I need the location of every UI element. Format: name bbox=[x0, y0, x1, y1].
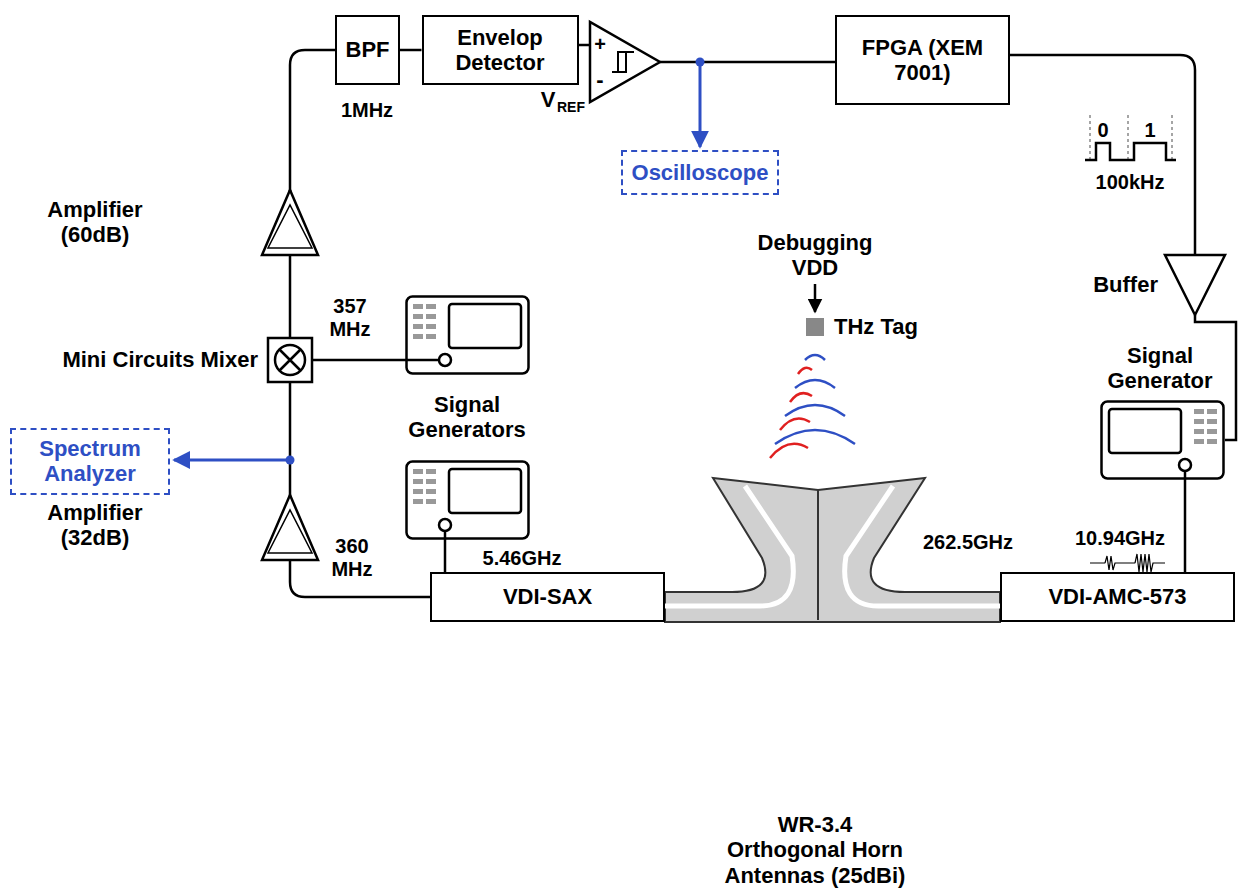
converter-box: VDI-SAX bbox=[430, 572, 665, 622]
wave-arc bbox=[790, 393, 812, 402]
annotation-label: 262.5GHz bbox=[923, 531, 1013, 554]
annotation-label: REF bbox=[557, 99, 585, 115]
node-label: VDI-AMC-573 bbox=[1048, 584, 1186, 609]
annotation-label: 1MHz bbox=[341, 99, 393, 122]
amplifier-symbol bbox=[262, 495, 318, 560]
signal-generator-icon bbox=[407, 297, 529, 374]
fpga-box: FPGA (XEM 7001) bbox=[835, 15, 1010, 105]
thz-tag-chip bbox=[806, 318, 824, 336]
ask-waveform bbox=[1090, 554, 1165, 572]
signal-wire bbox=[1010, 55, 1195, 255]
annotation-label: Amplifier (60dB) bbox=[25, 197, 165, 248]
annotation-label: Signal Generator bbox=[1100, 343, 1220, 394]
wave-arc bbox=[805, 355, 825, 360]
annotation-label: 0 bbox=[1097, 119, 1108, 142]
rf-wire bbox=[1184, 471, 1187, 572]
mixer-symbol bbox=[279, 349, 301, 371]
wave-arc bbox=[770, 444, 808, 458]
wave-arc bbox=[775, 430, 855, 444]
signal-generator-icon bbox=[407, 462, 529, 539]
annotation-label: THz Tag bbox=[834, 314, 918, 339]
connector bbox=[400, 49, 422, 52]
annotation-label: Mini Circuits Mixer bbox=[62, 347, 258, 372]
node-label: Envelop Detector bbox=[424, 25, 577, 76]
converter-box: VDI-AMC-573 bbox=[1000, 572, 1235, 622]
comparator-symbol bbox=[590, 22, 660, 102]
node-label: FPGA (XEM 7001) bbox=[855, 35, 990, 86]
wave-arc bbox=[785, 405, 845, 416]
horn-divider bbox=[817, 490, 819, 620]
amplifier-symbol bbox=[268, 205, 312, 248]
annotation-label: - bbox=[596, 67, 603, 92]
signal-wire bbox=[660, 61, 835, 64]
waveguide-slot bbox=[665, 486, 793, 606]
annotation-label: Debugging VDD bbox=[750, 230, 880, 281]
annotation-label: 1 bbox=[1144, 119, 1155, 142]
detector-box: Envelop Detector bbox=[422, 15, 579, 85]
probe-arrow bbox=[699, 66, 702, 147]
annotation-label: 100kHz bbox=[1096, 171, 1165, 194]
node-label: VDI-SAX bbox=[503, 584, 592, 609]
supply-arrow bbox=[814, 284, 817, 312]
filter-box: BPF bbox=[335, 15, 400, 85]
lo-wire bbox=[444, 531, 447, 572]
annotation-label: 360 MHz bbox=[326, 535, 378, 581]
annotation-label: WR-3.4 Orthogonal Horn Antennas (25dBi) bbox=[717, 812, 913, 888]
probe-arrow bbox=[174, 459, 286, 462]
annotation-label: 5.46GHz bbox=[483, 547, 562, 570]
instrument-box: Spectrum Analyzer bbox=[10, 428, 170, 495]
node-label: Spectrum Analyzer bbox=[25, 436, 155, 487]
annotation-label: Signal Generators bbox=[397, 392, 537, 443]
mixer-symbol bbox=[268, 338, 312, 382]
node-label: BPF bbox=[346, 37, 390, 62]
buffer-symbol bbox=[1165, 255, 1225, 315]
wave-arc bbox=[798, 368, 812, 374]
signal-generator-icon bbox=[1102, 402, 1224, 479]
amplifier-symbol bbox=[262, 190, 318, 255]
annotation-label: 10.94GHz bbox=[1075, 527, 1165, 550]
wave-arc bbox=[795, 380, 835, 388]
annotation-label: Buffer bbox=[1093, 272, 1158, 297]
annotation-label: 357 MHz bbox=[324, 295, 376, 341]
probe-dot bbox=[286, 456, 295, 465]
mixer-symbol bbox=[275, 345, 305, 375]
instrument-box: Oscilloscope bbox=[621, 150, 779, 195]
probe-dot bbox=[696, 58, 705, 67]
lo-wire bbox=[312, 359, 439, 362]
amplifier-symbol bbox=[268, 510, 312, 553]
node-label: Oscilloscope bbox=[632, 160, 769, 185]
annotation-label: Amplifier (32dB) bbox=[25, 500, 165, 551]
data-waveform bbox=[1085, 143, 1176, 160]
bit-boundary bbox=[1090, 115, 1172, 162]
annotation-label: V bbox=[541, 87, 556, 112]
hysteresis-symbol bbox=[612, 52, 634, 72]
annotation-label: + bbox=[594, 33, 606, 56]
wave-arc bbox=[780, 418, 810, 430]
